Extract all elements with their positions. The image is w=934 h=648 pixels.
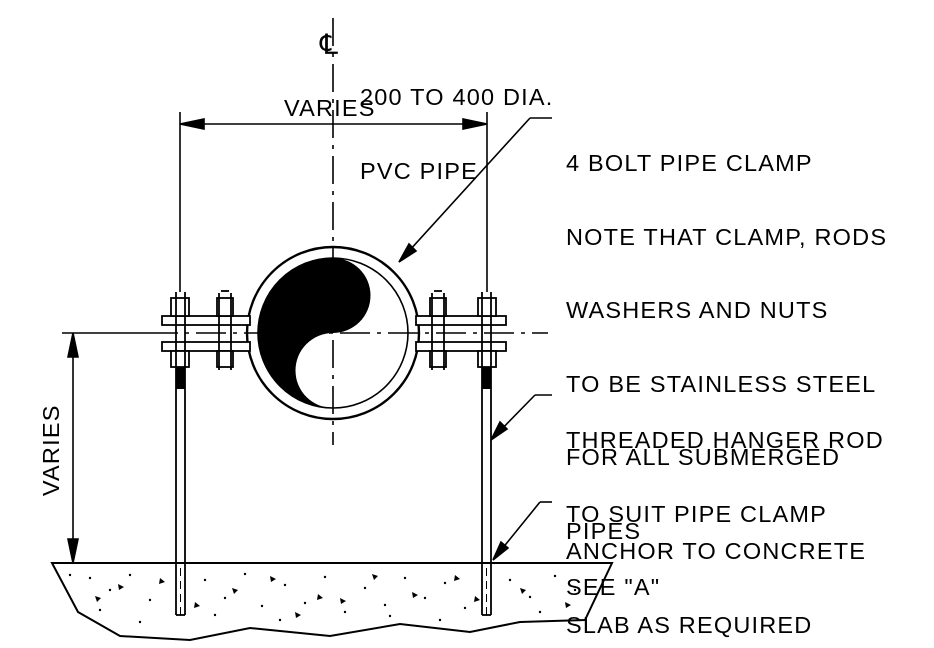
leader-anchor-note <box>492 501 552 561</box>
anchor-note: ANCHOR TO CONCRETE SLAB AS REQUIRED <box>566 490 866 648</box>
dimension-arrow-bottom <box>67 538 79 564</box>
leader-clamp-note <box>398 117 552 263</box>
rod-note-line: TO SUIT PIPE CLAMP <box>566 500 828 527</box>
slab-aggregate-dots <box>68 572 577 624</box>
clamp-note-line: TO BE STAINLESS STEEL <box>566 370 877 397</box>
horizontal-dimension-label: VARIES <box>284 95 376 121</box>
hanger-rod-right <box>481 292 492 616</box>
horizontal-dimension <box>179 112 488 292</box>
dimension-arrow-top <box>67 332 79 358</box>
clamp-note: 4 BOLT PIPE CLAMP NOTE THAT CLAMP, RODS … <box>566 102 887 568</box>
dimension-arrow-left <box>179 118 205 130</box>
clamp-note-line: NOTE THAT CLAMP, RODS <box>566 223 888 250</box>
pipe-section-fill <box>258 258 371 408</box>
clamp-note-line: WASHERS AND NUTS <box>566 297 829 323</box>
rod-note: THREADED HANGER ROD TO SUIT PIPE CLAMP S… <box>566 379 884 624</box>
pipe-size-line-1: 200 TO 400 DIA. <box>360 84 554 110</box>
rod-note-line: SEE "A" <box>566 574 661 600</box>
centerline-symbol: ℄ <box>320 29 340 60</box>
vertical-dimension <box>62 332 148 564</box>
pipe-size-line-2: PVC PIPE <box>360 157 479 184</box>
vertical-dimension-label: VARIES <box>37 404 64 497</box>
clamp-note-line: PIPES <box>566 517 642 544</box>
hanger-rod-left <box>175 292 186 616</box>
clamp-note-line: FOR ALL SUBMERGED <box>566 444 841 470</box>
pipe-size-label: 200 TO 400 DIA. PVC PIPE <box>360 36 554 208</box>
leader-rod-note <box>490 394 552 441</box>
concrete-slab <box>50 562 614 642</box>
clamp-note-line: 4 BOLT PIPE CLAMP <box>566 150 813 176</box>
anchor-note-line: ANCHOR TO CONCRETE <box>566 538 867 564</box>
pvc-pipe-section <box>245 245 421 421</box>
dimension-arrow-right <box>462 118 488 130</box>
anchor-note-line: SLAB AS REQUIRED <box>566 611 813 638</box>
slab-outline <box>50 562 614 642</box>
rod-note-line: THREADED HANGER ROD <box>566 427 884 453</box>
